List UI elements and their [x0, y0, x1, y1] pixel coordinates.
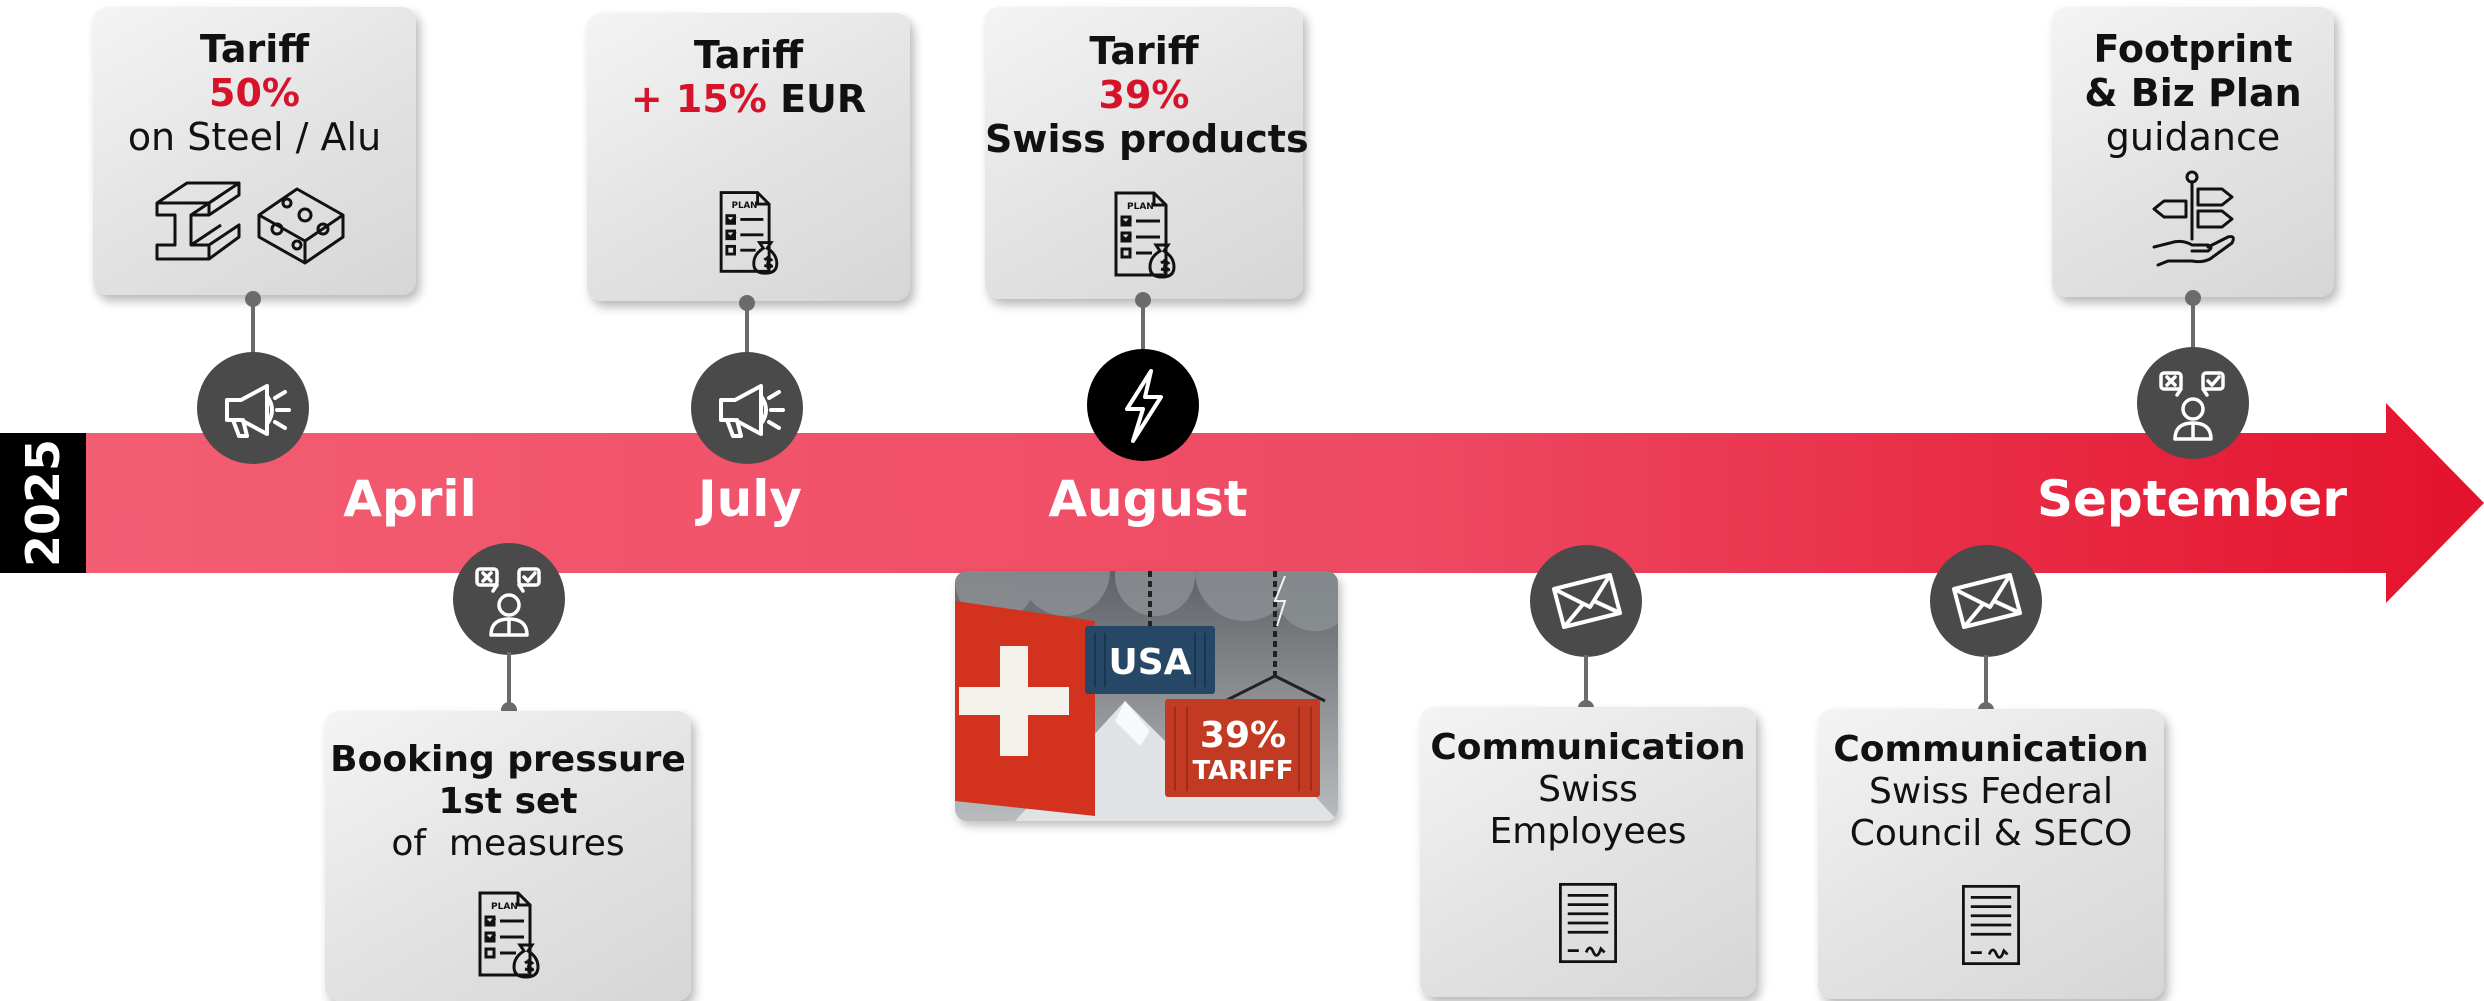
- tariff-rate: 50%: [209, 71, 300, 116]
- connector-line: [1984, 655, 1988, 709]
- business-plan-icon: [458, 883, 558, 983]
- month-september: September: [2037, 470, 2347, 528]
- event-card-swiss-tariff: Tariff 39% Swiss products: [985, 7, 1309, 299]
- connector-dot: [245, 291, 261, 307]
- event-title: Tariff: [1089, 29, 1199, 73]
- timeline-arrow: [86, 403, 2484, 603]
- month-august: August: [1048, 470, 1248, 528]
- month-july: July: [698, 470, 802, 528]
- envelope-icon: [1530, 545, 1642, 657]
- connector-line: [1141, 298, 1145, 350]
- container-usa-label: USA: [1108, 642, 1191, 683]
- month-april: April: [343, 470, 477, 528]
- year-label: 2025: [0, 433, 86, 573]
- event-subject-line2: Council & SECO: [1849, 812, 2133, 854]
- connector-line: [745, 300, 749, 354]
- event-title: Communication: [1430, 727, 1746, 768]
- event-card-steel-tariff: Tariff 50% on Steel / Alu: [93, 7, 416, 295]
- swiss-tariff-illustration: USA 39% TARIFF: [955, 571, 1338, 821]
- connector-line: [507, 652, 511, 710]
- event-card-booking-pressure: Booking pressure 1st set of measures: [325, 711, 691, 1001]
- steel-beam-and-aluminum-profile-icon: [155, 181, 345, 265]
- event-subject: guidance: [2105, 115, 2281, 160]
- decision-person-icon: [453, 543, 565, 655]
- event-card-eur-tariff: Tariff + 15% EUR: [587, 13, 910, 301]
- connector-line: [2191, 296, 2195, 348]
- tariff-rate: + 15%: [630, 77, 767, 122]
- event-title: Tariff: [693, 33, 804, 77]
- document-icon: [1542, 873, 1634, 973]
- event-title: Booking pressure: [330, 739, 686, 780]
- hand-with-direction-signs-icon: [2152, 170, 2235, 267]
- event-subject: Swiss: [1538, 768, 1638, 810]
- event-title-line2: & Biz Plan: [2084, 71, 2302, 116]
- connector-dot: [739, 295, 755, 311]
- connector-line: [251, 295, 255, 353]
- connector-line: [1584, 655, 1588, 707]
- container-tariff-label: TARIFF: [1192, 756, 1293, 786]
- event-subject: of measures: [391, 822, 625, 864]
- event-subject: Swiss Federal: [1868, 770, 2113, 812]
- megaphone-icon: [691, 352, 803, 464]
- event-card-footprint-guidance: Footprint & Biz Plan guidance: [2052, 7, 2334, 297]
- event-title: Footprint: [2093, 27, 2293, 71]
- connector-dot: [2185, 290, 2201, 306]
- event-subject: on Steel / Alu: [127, 115, 382, 160]
- event-subtitle: 1st set: [438, 780, 578, 822]
- event-title: Communication: [1833, 729, 2149, 770]
- event-title: Tariff: [199, 27, 310, 71]
- megaphone-icon: [197, 352, 309, 464]
- tariff-rate: 39%: [1098, 73, 1190, 118]
- currency-label: EUR: [766, 77, 867, 122]
- lightning-icon: [1087, 349, 1199, 461]
- connector-dot: [1135, 292, 1151, 308]
- container-rate-label: 39%: [1200, 715, 1286, 756]
- envelope-icon: [1930, 545, 2042, 657]
- event-subject: Swiss products: [985, 117, 1309, 162]
- business-plan-icon: [1094, 183, 1194, 283]
- event-card-communication-employees: Communication Swiss Employees: [1420, 707, 1756, 997]
- event-card-communication-federal-council: Communication Swiss Federal Council & SE…: [1818, 709, 2164, 999]
- document-icon: [1945, 875, 2037, 975]
- business-plan-icon: [700, 183, 796, 279]
- event-subject-line2: Employees: [1489, 810, 1687, 852]
- decision-person-icon: [2137, 347, 2249, 459]
